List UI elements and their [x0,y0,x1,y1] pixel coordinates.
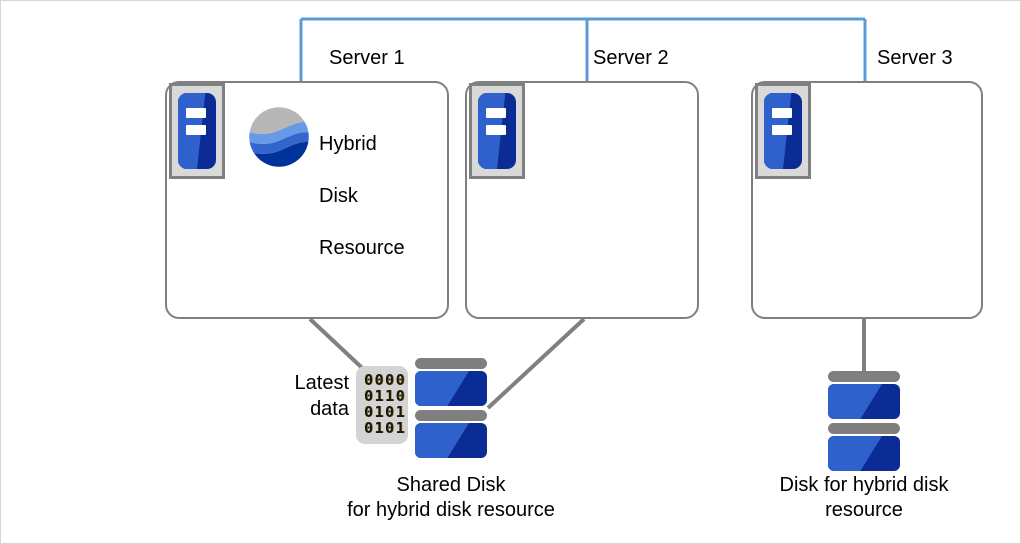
disk-plate [828,371,900,382]
server-1-label: Server 1 [329,47,405,69]
server-2-label: Server 2 [593,47,669,69]
server3-disk-caption: Disk for hybrid disk resource [739,473,989,523]
server3-disk-icon[interactable] [828,371,900,471]
disk-plate [415,358,487,369]
latest-data-line1: Latest [294,372,349,394]
latest-data-binary-block: 0000 0110 0101 0101 [356,366,408,444]
binary-row: 0000 [364,371,407,389]
disk-plate [828,423,900,434]
server-icon [755,83,811,179]
server-icon-bar-bottom [186,124,207,135]
disk-plate [415,410,487,421]
server-icon-body [478,93,516,169]
server-icon-body [764,93,802,169]
shared-disk-icon[interactable] [415,358,487,458]
hybrid-disk-resource-line3: Resource [319,237,405,259]
server3-disk-caption-line2: resource [825,499,903,521]
disk-body [415,371,487,406]
server-icon-bar-top [486,108,507,119]
disk-body [415,423,487,458]
binary-row: 0110 [364,387,407,405]
hybrid-disk-resource-label: Hybrid Disk Resource [319,105,405,287]
shared-disk-caption-line2: for hybrid disk resource [347,499,555,521]
hybrid-disk-resource-line1: Hybrid [319,133,377,155]
binary-row: 0101 [364,419,407,437]
server-icon [469,83,525,179]
server-icon [169,83,225,179]
hybrid-disk-resource-logo-icon [249,107,309,167]
server-icon-bar-bottom [772,124,793,135]
binary-row: 0101 [364,403,407,421]
hybrid-disk-resource-line2: Disk [319,185,358,207]
server-icon-bar-top [772,108,793,119]
server-3-label: Server 3 [877,47,953,69]
server-icon-bar-top [186,108,207,119]
server-icon-bar-bottom [486,124,507,135]
shared-disk-caption-line1: Shared Disk [396,474,506,496]
shared-disk-caption: Shared Disk for hybrid disk resource [301,473,601,523]
network-bus [299,17,867,82]
disk-body [828,436,900,471]
server3-disk-caption-line1: Disk for hybrid disk [779,474,949,496]
latest-data-label: Latest data [201,370,349,422]
disk-body [828,384,900,419]
server-icon-body [178,93,216,169]
server-1-card[interactable] [165,81,449,319]
latest-data-line2: data [310,398,349,420]
